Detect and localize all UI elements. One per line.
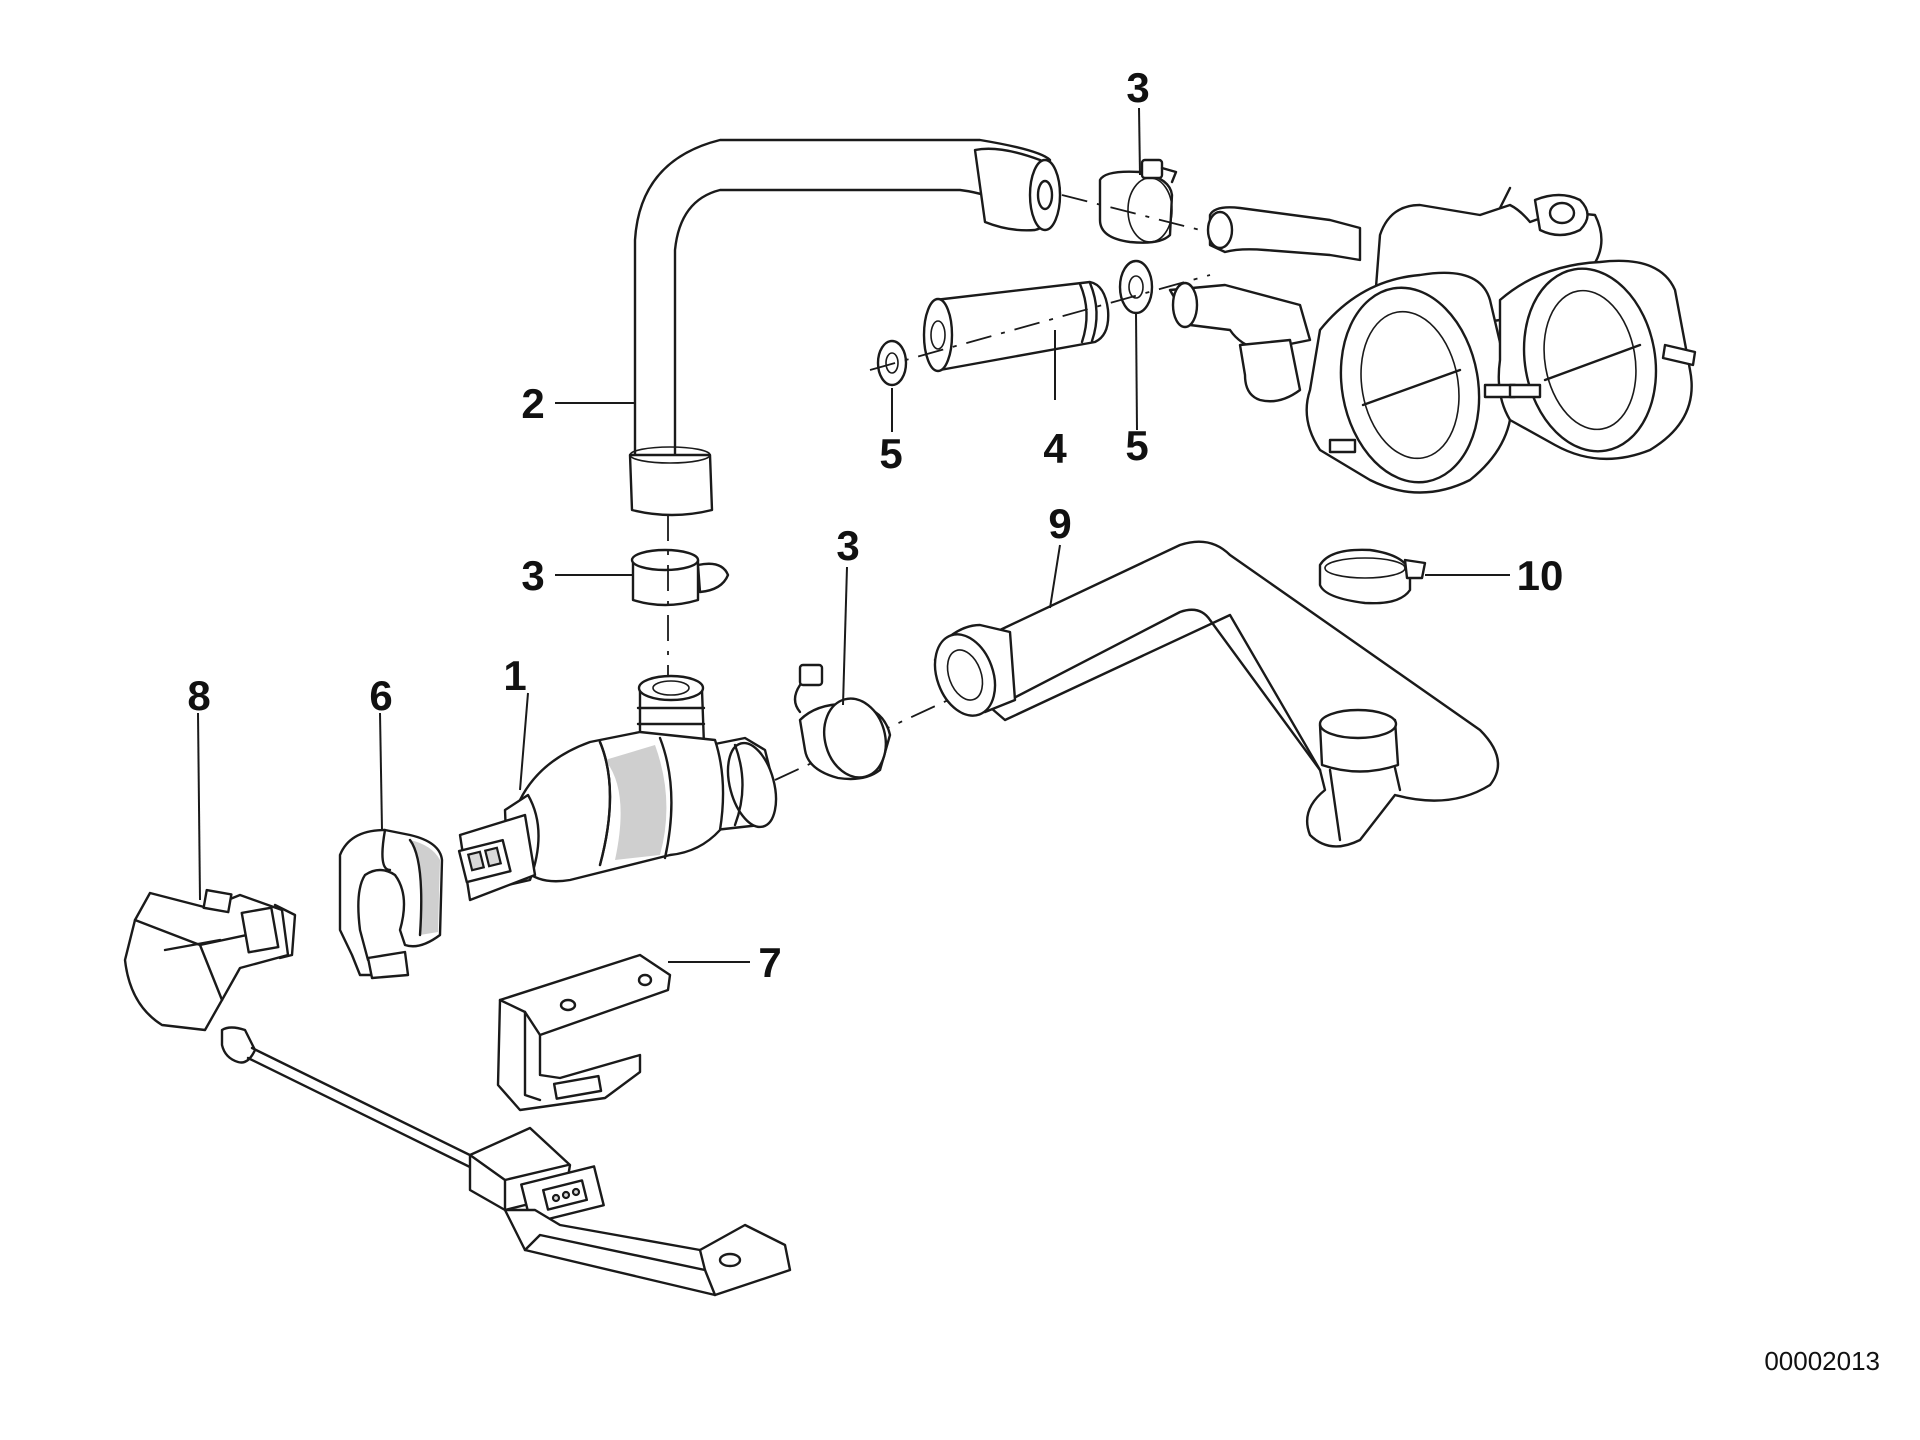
- callout-5-left: 5: [879, 430, 902, 477]
- callout-2: 2: [521, 380, 544, 427]
- part-2-hose: [628, 138, 1062, 517]
- centerline-tube: [869, 274, 1211, 371]
- callout-4: 4: [1043, 425, 1067, 472]
- part-3-clamp-top: [1098, 158, 1178, 244]
- document-number: 00002013: [1764, 1346, 1880, 1376]
- callouts: 1 2 3 3 3 4 5 5 6 7 8 9 10 00002013: [187, 64, 1880, 1376]
- callout-3-top: 3: [1126, 64, 1149, 111]
- callout-3-mid: 3: [836, 522, 859, 569]
- part-3-clamp-left: [630, 548, 730, 607]
- part-10-clamp: [1318, 548, 1427, 605]
- part-8-harness: [123, 888, 792, 1297]
- leader-lines: [197, 107, 1510, 963]
- callout-9: 9: [1048, 500, 1071, 547]
- callout-8: 8: [187, 672, 210, 719]
- callout-1: 1: [503, 652, 526, 699]
- callout-6: 6: [369, 672, 392, 719]
- part-4-tube: [922, 280, 1110, 373]
- callout-3-left: 3: [521, 552, 544, 599]
- part-1-idle-valve: [457, 674, 778, 902]
- callout-7: 7: [758, 939, 781, 986]
- part-9-hose: [933, 540, 1500, 848]
- throttle-body: [1168, 186, 1697, 494]
- part-7-bracket: [496, 953, 672, 1112]
- centerline-hose-top: [1061, 194, 1201, 231]
- callout-5-right: 5: [1125, 422, 1148, 469]
- part-3-clamp-mid: [793, 663, 892, 781]
- callout-10: 10: [1517, 552, 1564, 599]
- part-6-boot: [338, 828, 444, 980]
- part-5-washer-right: [1118, 259, 1154, 315]
